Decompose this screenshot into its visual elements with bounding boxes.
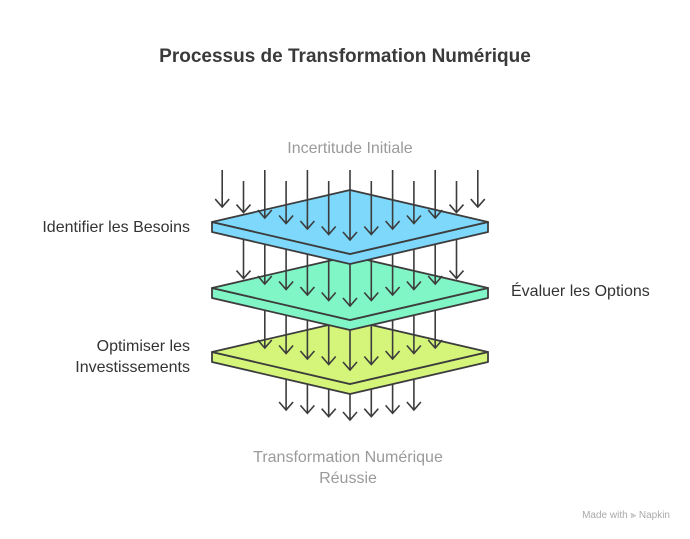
arrow bbox=[321, 181, 337, 236]
layer-2-label: Évaluer les Options bbox=[511, 283, 650, 300]
arrow bbox=[342, 170, 358, 242]
watermark-brand: Napkin bbox=[638, 510, 670, 521]
arrow bbox=[427, 170, 443, 220]
arrow bbox=[214, 170, 230, 209]
bottom-label-line-2: Réussie bbox=[319, 470, 377, 487]
bottom-label-line-1: Transformation Numérique bbox=[253, 449, 443, 466]
arrow bbox=[384, 170, 401, 231]
arrow bbox=[257, 170, 273, 220]
layer-3-label: Optimiser les Investissements bbox=[75, 336, 190, 378]
layer-1-label: Identifier les Besoins bbox=[42, 219, 190, 236]
watermark: Made with ⫸ Napkin bbox=[582, 510, 670, 521]
arrow bbox=[299, 170, 316, 231]
bottom-label: Transformation Numérique Réussie bbox=[0, 447, 690, 489]
arrow bbox=[235, 181, 252, 214]
watermark-text: Made with bbox=[582, 510, 628, 521]
layer-3-label-line-1: Optimiser les bbox=[96, 338, 190, 355]
layer-3-label-line-2: Investissements bbox=[75, 359, 190, 376]
arrow bbox=[278, 181, 294, 225]
top-label: Incertitude Initiale bbox=[287, 140, 413, 157]
napkin-logo-icon: ⫸ bbox=[630, 510, 637, 521]
arrow bbox=[470, 170, 486, 209]
arrow bbox=[363, 181, 379, 236]
arrow bbox=[406, 181, 422, 225]
diagram-title: Processus de Transformation Numérique bbox=[159, 46, 531, 67]
arrow bbox=[448, 181, 465, 214]
